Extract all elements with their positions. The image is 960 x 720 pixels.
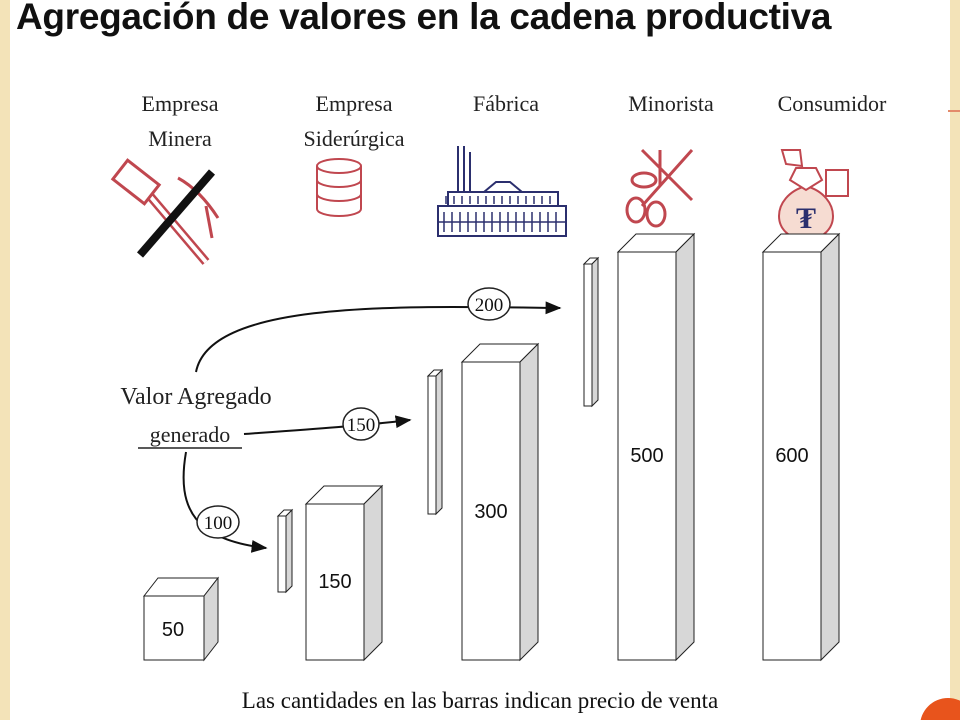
value-added-amount: 200: [475, 295, 504, 316]
accent-rule: [948, 110, 960, 112]
arrow-150: [243, 415, 412, 435]
value-added-amount: 100: [204, 513, 233, 534]
slide-title: Agregación de valores en la cadena produ…: [16, 0, 832, 37]
stage-label-line: Empresa: [315, 91, 393, 116]
scissors-icon: [625, 148, 694, 228]
price-label: 500: [630, 445, 663, 467]
stage-label-steel: Empresa Siderúrgica: [274, 86, 434, 156]
money-bag-icon: ₮: [778, 149, 849, 242]
price-label: 50: [162, 619, 184, 641]
stage-label-line: Fábrica: [473, 91, 539, 116]
stage-label-line: Siderúrgica: [303, 126, 405, 151]
stage-label-factory: Fábrica: [426, 86, 586, 121]
pick-and-hammer-icon: [110, 158, 220, 265]
stage-label-line: Minera: [148, 126, 212, 151]
value-added-bubble: 200: [467, 287, 511, 321]
bar-factory: [460, 342, 540, 662]
money-symbol: ₮: [796, 202, 816, 235]
value-added-label: Valor Agregado: [120, 384, 271, 410]
value-added-amount: 150: [347, 415, 376, 436]
corner-decoration: [920, 698, 960, 720]
stage-label-mining: Empresa Minera: [100, 86, 260, 156]
bar-mining: [142, 576, 220, 662]
bar-retailer: [616, 232, 696, 662]
arrow-100: [182, 451, 268, 553]
value-added-bubble: 150: [342, 407, 380, 441]
steel-coil-icon: [316, 158, 362, 217]
price-label: 300: [474, 501, 507, 523]
value-added-bar-3: [582, 256, 600, 408]
value-added-label: generado: [150, 422, 231, 447]
value-added-bar-1: [276, 508, 294, 594]
stage-label-retailer: Minorista: [591, 86, 751, 121]
bar-consumer: [761, 232, 841, 662]
stage-label-line: Consumidor: [777, 91, 887, 116]
stage-label-line: Empresa: [141, 91, 219, 116]
caption: Las cantidades en las barras indican pre…: [241, 688, 719, 713]
value-added-bar-2: [426, 368, 444, 516]
price-label: 150: [318, 571, 351, 593]
stage-label-consumer: Consumidor: [752, 86, 912, 121]
factory-icon: [437, 146, 567, 237]
bar-steel: [304, 484, 384, 662]
price-label: 600: [775, 445, 808, 467]
value-added-bubble: 100: [196, 505, 240, 539]
stage-label-line: Minorista: [628, 91, 714, 116]
